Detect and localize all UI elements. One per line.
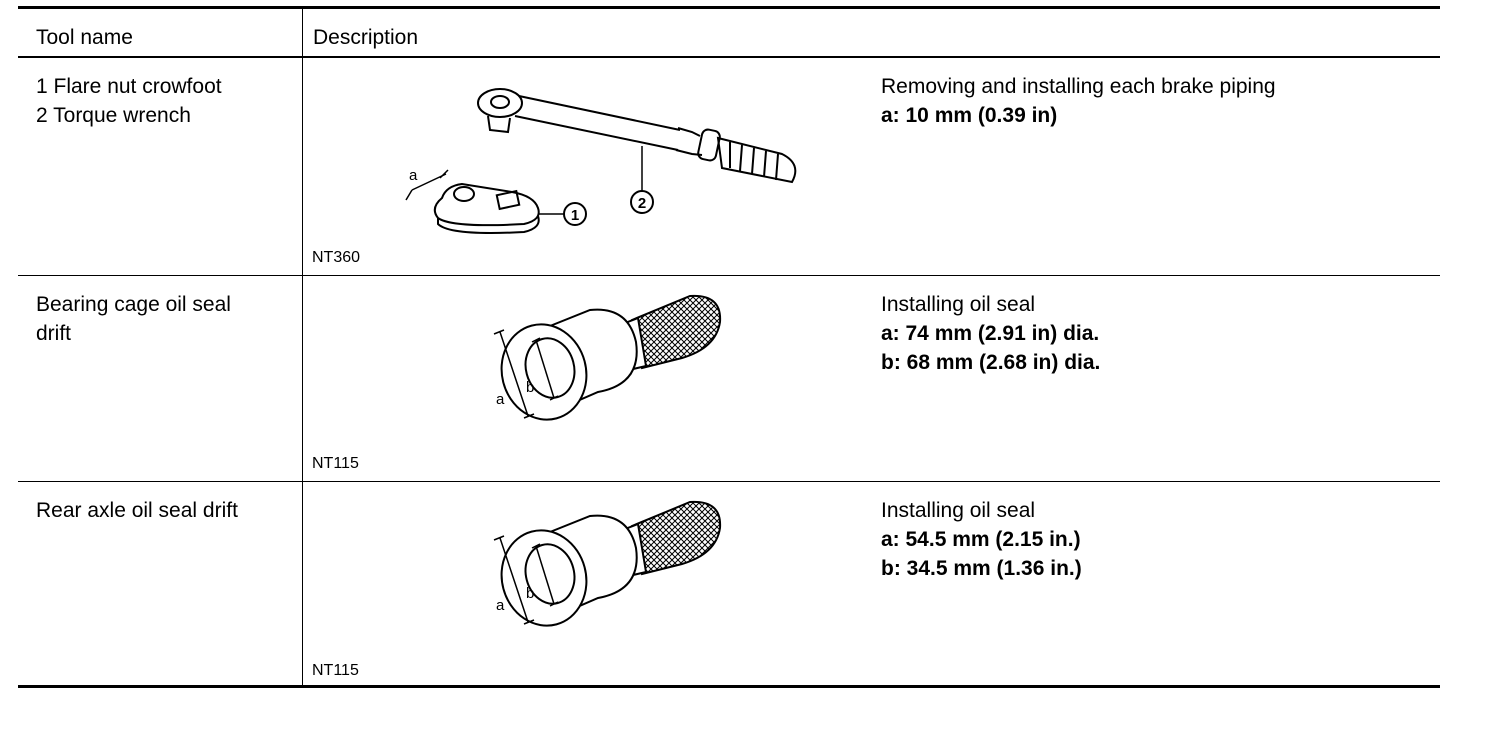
dim-label-a: a [409,167,418,184]
callout-1: 1 [571,207,579,224]
torque-wrench-icon: 2 a 1 [405,88,797,234]
callout-2: 2 [638,195,646,212]
tool-table: Tool name Description 1 Flare nut crowfo… [18,6,1440,688]
tool-name-cell: 1 Flare nut crowfoot 2 Torque wrench [36,72,291,130]
table-row: Bearing cage oil seal drift [18,276,1440,482]
tool-name-line: drift [36,322,72,345]
tool-name-cell: Rear axle oil seal drift [36,496,291,525]
description-title: Installing oil seal [881,499,1036,522]
oil-seal-drift-icon: a b [493,294,722,421]
figure-code: NT115 [312,455,359,472]
description-spec: a: 54.5 mm (2.15 in.) [881,528,1081,551]
description-title: Removing and installing each brake pipin… [881,75,1276,98]
description-cell: Installing oil seal a: 54.5 mm (2.15 in.… [881,496,1082,583]
tool-name-line: Rear axle oil seal drift [36,499,238,522]
dim-label-b: b [526,585,534,602]
table-row: Rear axle oil seal drift [18,482,1440,688]
description-spec: a: 74 mm (2.91 in) dia. [881,322,1100,345]
column-divider [302,9,303,685]
header-tool-name: Tool name [36,26,133,49]
table-header: Tool name Description [18,9,1440,58]
description-cell: Removing and installing each brake pipin… [881,72,1276,130]
header-description: Description [313,26,419,49]
tool-figure: a b NT115 [312,276,852,481]
description-spec: b: 34.5 mm (1.36 in.) [881,557,1082,580]
table-row: 1 Flare nut crowfoot 2 Torque wrench [18,58,1440,276]
dim-label-a: a [496,391,505,408]
oil-seal-drift-icon: a b [493,500,722,627]
description-cell: Installing oil seal a: 74 mm (2.91 in) d… [881,290,1100,377]
tool-name-line: 2 Torque wrench [36,104,191,127]
description-spec: a: 10 mm (0.39 in) [881,104,1058,127]
tool-figure: a b NT115 [312,482,852,688]
dim-label-b: b [526,379,534,396]
tool-figure: 2 a 1 NT360 [312,58,852,275]
tool-name-line: 1 Flare nut crowfoot [36,75,222,98]
tool-name-line: Bearing cage oil seal [36,293,231,316]
description-spec: b: 68 mm (2.68 in) dia. [881,351,1101,374]
dim-label-a: a [496,597,505,614]
description-title: Installing oil seal [881,293,1036,316]
figure-code: NT115 [312,662,359,679]
tool-name-cell: Bearing cage oil seal drift [36,290,291,348]
figure-code: NT360 [312,249,361,266]
